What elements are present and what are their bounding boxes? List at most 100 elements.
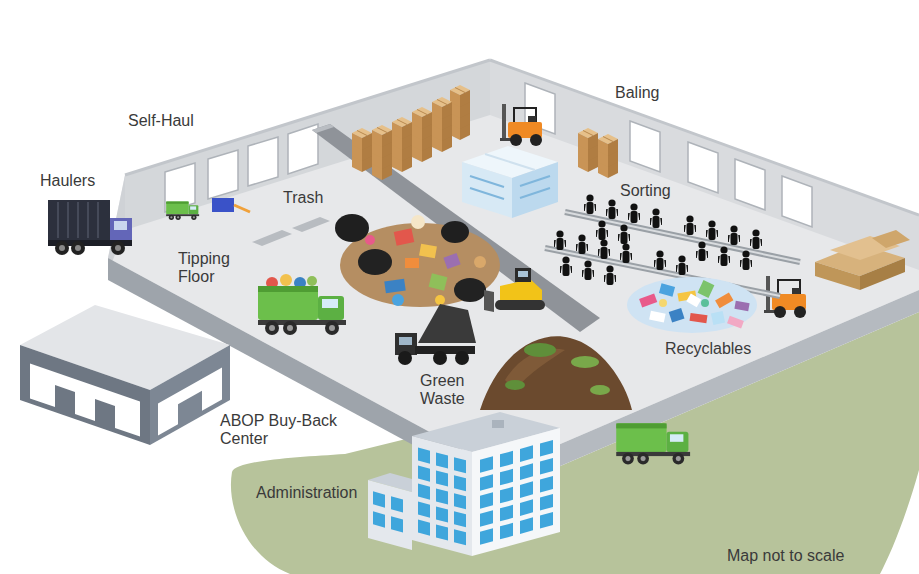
area-label: Map not to scale <box>727 547 844 565</box>
self-haul-vehicles-part <box>234 205 250 212</box>
label-anchor: Baling <box>615 84 659 102</box>
baler-machine-part <box>520 176 550 186</box>
bale-stacks-part <box>598 134 618 156</box>
loading-doors-part <box>208 150 238 199</box>
recyclables-pile-part <box>686 294 701 308</box>
sorting-lines-part <box>696 241 708 261</box>
baler-machine-part <box>485 154 535 170</box>
administration-building-part-part <box>454 457 466 473</box>
sorting-lines-part <box>740 250 752 270</box>
sorting-lines-part <box>620 243 632 263</box>
administration-building-part-part <box>540 476 553 493</box>
administration-building-part-part <box>540 458 553 475</box>
forklifts-part <box>500 104 542 146</box>
administration-building-part-part <box>436 452 448 468</box>
sorting-lines-part <box>604 265 616 285</box>
administration-building-part-part <box>480 492 493 509</box>
trash-pile-part <box>474 256 486 268</box>
administration-building-part <box>480 440 553 545</box>
bulldozer-part <box>515 268 531 282</box>
sorting-lines-part <box>676 255 688 275</box>
administration-building-part-part <box>480 510 493 527</box>
buy-back-building-part <box>158 367 222 435</box>
buy-back-building-part <box>150 345 230 445</box>
administration-building-part-part <box>500 505 513 522</box>
label-anchor: Tipping Floor <box>178 250 240 287</box>
trash-pile-part <box>384 279 405 294</box>
green-waste-pile-part <box>524 343 556 357</box>
buy-back-building-part-part <box>30 363 140 436</box>
sorting-lines-part <box>584 194 596 214</box>
recyclables-pile-part <box>669 308 685 322</box>
hauler-truck-part <box>75 245 81 251</box>
scale-plates-part <box>292 217 330 232</box>
trash-pile-part <box>394 228 415 245</box>
bulldozer <box>484 268 545 312</box>
hauler-truck-part <box>111 241 125 255</box>
loading-doors-part <box>248 137 278 186</box>
administration-building-part <box>418 448 466 546</box>
administration-building-part-part <box>391 496 403 512</box>
label-anchor: Map not to scale <box>727 547 844 565</box>
bale-stacks-part <box>392 117 412 139</box>
administration-building-part-part <box>418 448 430 464</box>
recyclables-pile <box>627 277 757 333</box>
self-haul-vehicles-part <box>212 198 234 212</box>
baler-machine-part <box>520 188 550 198</box>
area-label: Recyclables <box>665 340 751 358</box>
sorting-lines-part <box>706 220 718 240</box>
administration-building-part-part <box>418 466 430 482</box>
collection-trucks <box>258 274 690 464</box>
buy-back-building-part-part <box>158 367 222 435</box>
sorting-lines-part <box>718 246 730 266</box>
administration-building-part-part <box>520 517 533 534</box>
trash-pile <box>335 214 500 307</box>
buy-back-building-part <box>20 345 150 445</box>
trash-pile-part <box>392 294 404 306</box>
recyclables-pile-part <box>659 299 667 307</box>
trash-pile-part <box>405 258 419 268</box>
area-label: ABOP Buy-Back Center <box>220 412 346 449</box>
trash-pile-part <box>335 214 369 242</box>
sorting-lines-part <box>565 212 800 262</box>
administration-building-part-part <box>454 493 466 509</box>
recyclables-pile-part <box>711 311 725 325</box>
administration-building-part-part <box>500 469 513 486</box>
label-anchor: Administration <box>256 484 357 502</box>
recyclables-pile-part <box>727 316 744 329</box>
bulldozer-part <box>495 300 545 310</box>
collection-trucks-part <box>616 423 690 464</box>
facility-floor-part <box>108 60 919 470</box>
administration-building-part-part <box>373 491 385 507</box>
facility-floor-part <box>490 60 919 270</box>
collection-trucks-part <box>258 286 346 335</box>
green-waste-pile-part <box>590 385 610 395</box>
hauler-truck-part <box>48 200 110 240</box>
area-label: Sorting <box>620 182 671 200</box>
hauler-truck-part <box>71 241 85 255</box>
administration-building-part-part <box>500 451 513 468</box>
administration-building-part-part <box>540 512 553 529</box>
area-label: Haulers <box>40 172 95 190</box>
sorting-lines-part <box>596 220 608 240</box>
sorting-lines-part <box>628 203 640 223</box>
loading-doors <box>165 83 812 227</box>
area-label: Green Waste <box>420 372 478 409</box>
self-haul-vehicles-part <box>166 202 199 220</box>
scale-plates-part <box>252 230 292 246</box>
label-anchor: Green Waste <box>420 372 478 409</box>
cardboard-pile <box>815 230 910 290</box>
administration-building-part-part <box>436 506 448 522</box>
administration-building-part-part <box>418 484 430 500</box>
sorting-lines-part <box>728 225 740 245</box>
administration-building-part-part <box>500 523 513 540</box>
administration-building-part <box>492 420 504 428</box>
sorting-lines-part <box>565 212 800 262</box>
label-anchor: Recyclables <box>665 340 751 358</box>
green-waste-pile <box>480 336 632 410</box>
sorting-lines-part <box>560 256 572 276</box>
area-label: Trash <box>283 189 323 207</box>
recyclables-pile-part <box>649 311 666 323</box>
